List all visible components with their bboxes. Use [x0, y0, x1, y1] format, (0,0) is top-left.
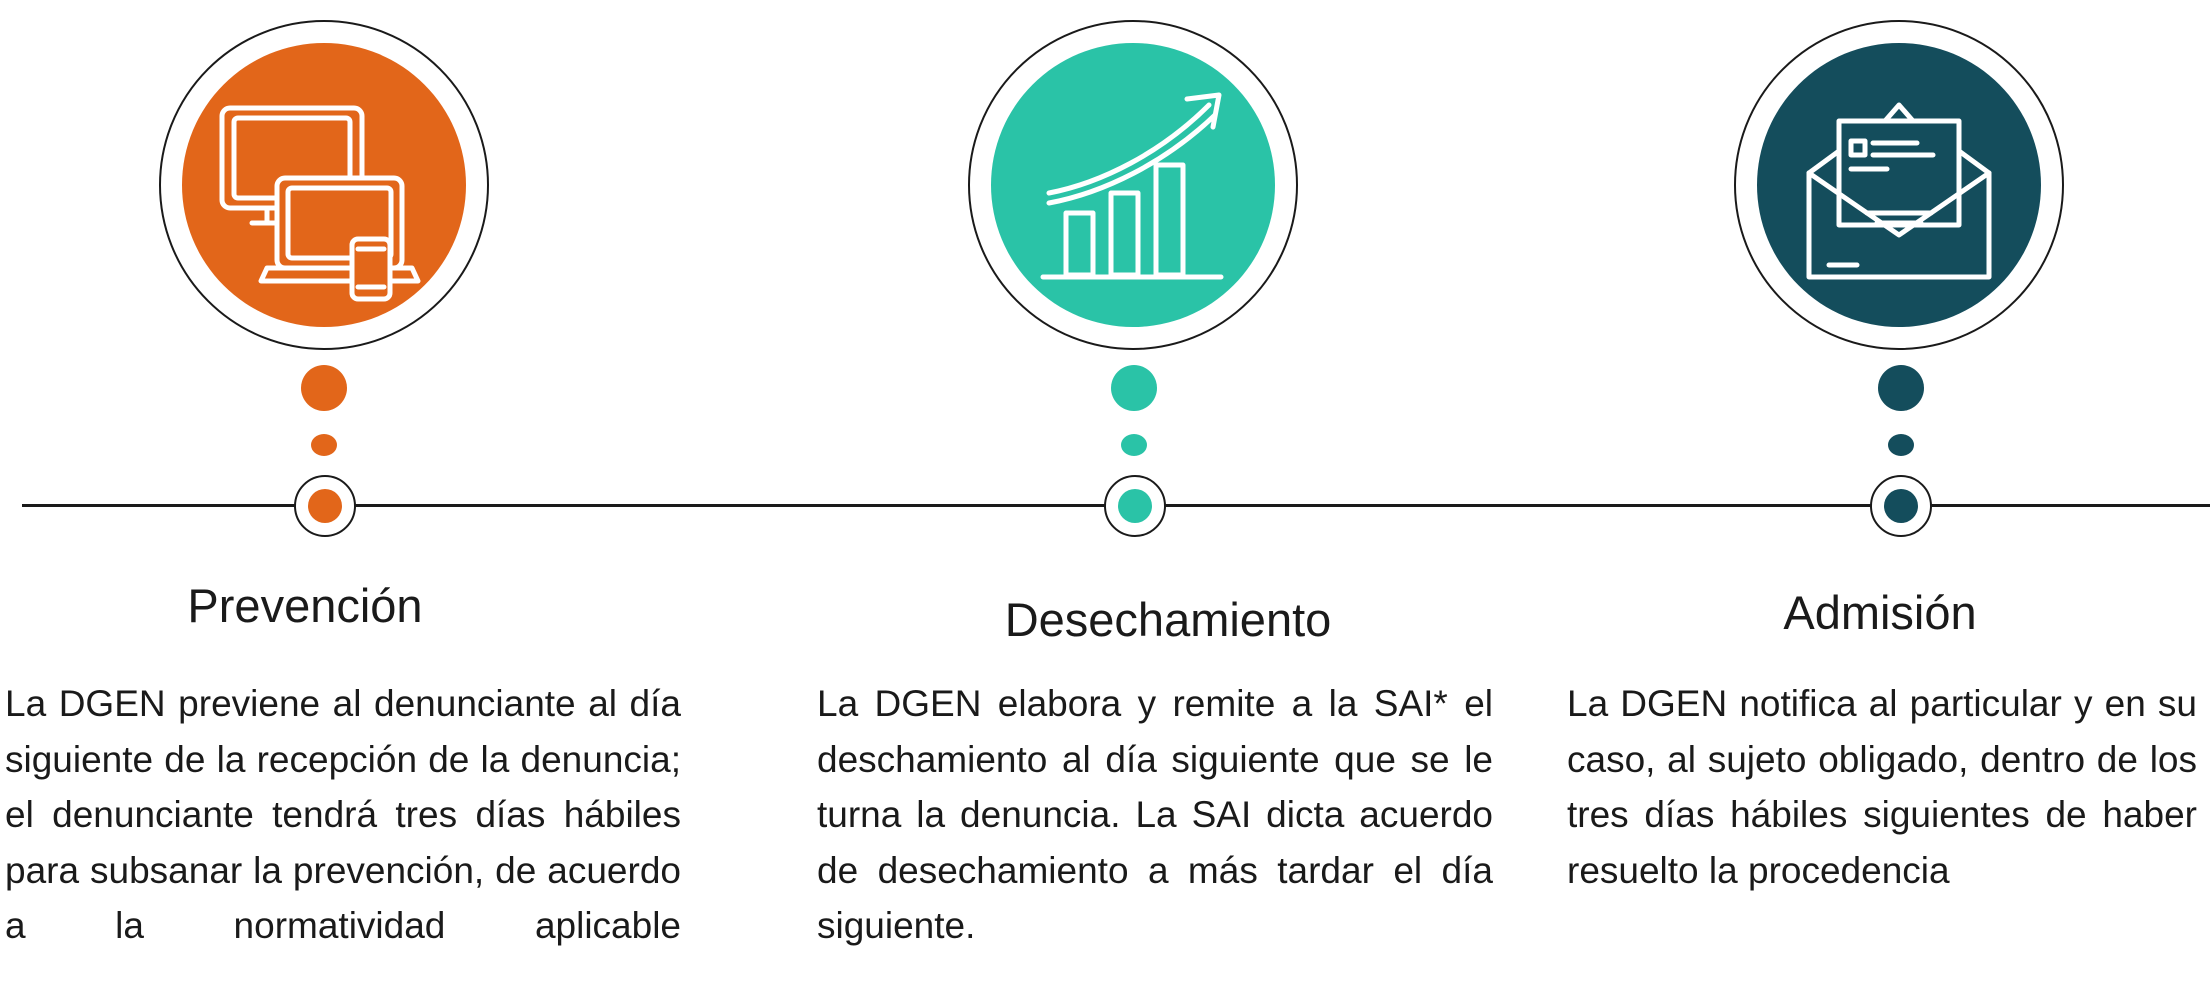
timeline-node — [1870, 475, 1932, 537]
stage-title: Prevención — [187, 579, 423, 632]
stage-description: La DGEN elabora y remite a la SAI* el de… — [817, 683, 1493, 946]
stage-title: Desechamiento — [1004, 593, 1332, 646]
stage-icon-ring — [159, 20, 489, 350]
stage-description: La DGEN notifica al particular y en su c… — [1567, 683, 2197, 891]
connector-dot-large — [1878, 365, 1924, 411]
timeline-node — [294, 475, 356, 537]
envelope-letter-icon — [1757, 43, 2041, 327]
timeline-node — [1104, 475, 1166, 537]
connector-dot-small — [311, 434, 337, 456]
stage-title: Admisión — [1783, 586, 1977, 639]
stage-icon-ring — [1734, 20, 2064, 350]
stage-icon-ring — [968, 20, 1298, 350]
devices-icon — [182, 43, 466, 327]
connector-dot-small — [1121, 434, 1147, 456]
connector-dot-small — [1888, 434, 1914, 456]
stage-description: La DGEN previene al denunciante al día s… — [5, 683, 681, 946]
connector-dot-large — [301, 365, 347, 411]
connector-dot-large — [1111, 365, 1157, 411]
growth-chart-icon — [991, 43, 1275, 327]
